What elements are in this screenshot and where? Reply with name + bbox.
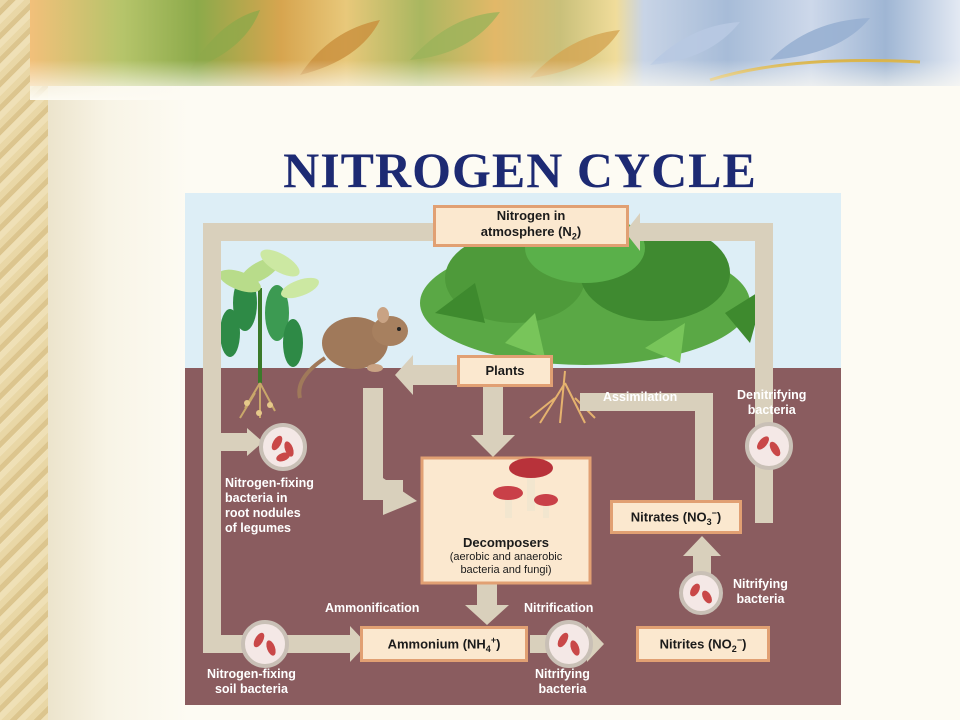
slide-title: NITROGEN CYCLE: [283, 142, 757, 198]
mouse-icon: [297, 307, 408, 399]
nfix-soil-label: Nitrogen-fixing soil bacteria: [207, 667, 296, 697]
nitrites-label: Nitrites (NO2−): [659, 634, 747, 654]
decomposers-box: [420, 456, 592, 585]
nitrates-label: Nitrates (NO3−): [630, 507, 722, 527]
plants-box: Plants: [457, 355, 553, 387]
ammonium-box: Ammonium (NH4+): [360, 626, 528, 662]
nfix-roots-line4: of legumes: [225, 521, 291, 535]
bacteria-root-nodule-icon: [259, 423, 307, 471]
roots-icon: [529, 370, 596, 424]
atmosphere-line2: atmosphere (N2): [480, 223, 582, 242]
nfix-soil-line1: Nitrogen-fixing: [207, 667, 296, 681]
nitrifying-right-label: Nitrifying bacteria: [733, 577, 788, 607]
nitrifying-bottom-line2: bacteria: [538, 682, 587, 696]
nfix-roots-line1: Nitrogen-fixing: [225, 476, 314, 490]
denitrifying-line2: bacteria: [747, 403, 796, 417]
bacteria-soil-icon: [241, 620, 289, 668]
nfix-roots-line2: bacteria in: [225, 491, 288, 505]
diagram-canvas: [185, 193, 841, 705]
legume-plant-icon: [219, 249, 319, 419]
banner-fade: [30, 60, 960, 100]
bacteria-denitrifying-icon: [745, 422, 793, 470]
decomposers-line1: (aerobic and anaerobic: [449, 551, 563, 563]
nfix-roots-line3: root nodules: [225, 506, 301, 520]
decomposers-line2: bacteria and fungi): [460, 564, 552, 576]
nitrogen-cycle-diagram: Nitrogen in atmosphere (N2) Plants Decom…: [185, 193, 841, 705]
nitrates-box: Nitrates (NO3−): [610, 500, 742, 534]
plants-label: Plants: [485, 363, 525, 378]
atmosphere-line1: Nitrogen in: [496, 207, 566, 223]
bacteria-icons: [241, 422, 793, 668]
bacteria-nitrifying-bottom-icon: [545, 620, 593, 668]
ammonium-label: Ammonium (NH4+): [387, 634, 501, 654]
mushroom-icon: [493, 458, 558, 518]
bacteria-nitrifying-right-icon: [679, 571, 723, 615]
nitrifying-bottom-label: Nitrifying bacteria: [535, 667, 590, 697]
decomposers-text: Decomposers (aerobic and anaerobic bacte…: [422, 529, 590, 583]
nitrites-box: Nitrites (NO2−): [636, 626, 770, 662]
decomposers-title: Decomposers: [463, 535, 549, 550]
nitrifying-bottom-line1: Nitrifying: [535, 667, 590, 681]
assimilation-label: Assimilation: [603, 390, 678, 404]
nitrification-label: Nitrification: [524, 601, 594, 615]
atmosphere-box: Nitrogen in atmosphere (N2): [433, 205, 629, 247]
parchment-border: [0, 0, 48, 720]
nfix-roots-label: Nitrogen-fixing bacteria in root nodules…: [225, 476, 314, 536]
denitrifying-line1: Denitrifying: [737, 388, 807, 402]
denitrifying-label: Denitrifying bacteria: [737, 388, 806, 418]
nitrifying-right-line2: bacteria: [736, 592, 785, 606]
ammonification-label: Ammonification: [325, 601, 420, 615]
nitrifying-right-line1: Nitrifying: [733, 577, 788, 591]
nfix-soil-line2: soil bacteria: [214, 682, 288, 696]
